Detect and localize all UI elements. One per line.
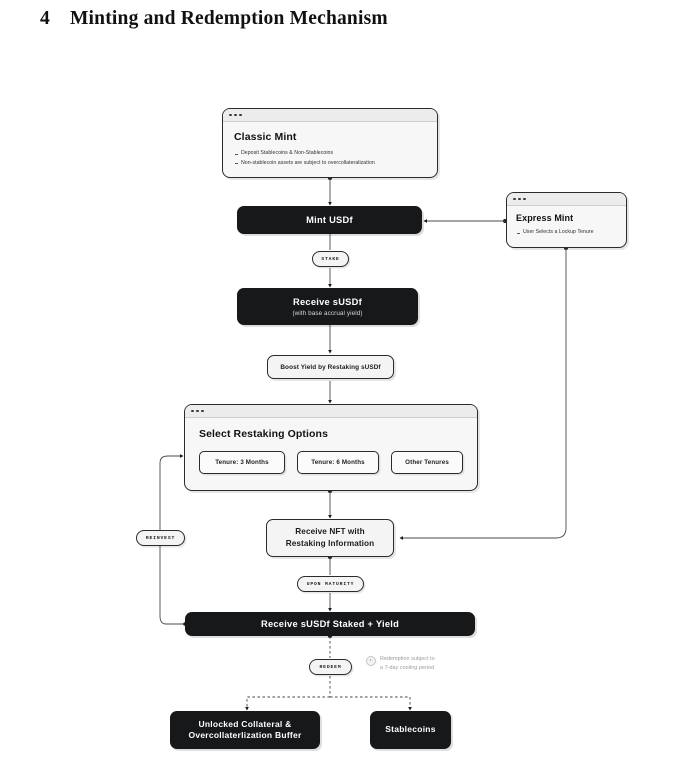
node-sublabel: (with base accrual yield)	[292, 309, 363, 317]
window-dot-icon	[234, 113, 237, 117]
node-label-line2: Restaking Information	[285, 539, 375, 548]
list-item: Non-stablecoin assets are subject to ove…	[234, 159, 426, 169]
chip-label: Tenure: 6 Months	[311, 459, 365, 466]
node-label: Unlocked Collateral & Overcollaterlizati…	[188, 719, 301, 742]
chip-label: Other Tenures	[405, 459, 449, 466]
card-bullet-list: Deposit Stablecoins & Non-Stablecoins No…	[234, 149, 426, 168]
tenure-option-other[interactable]: Other Tenures	[391, 451, 463, 474]
edge-label-reinvest: REINVEST	[136, 530, 185, 546]
window-dot-icon	[229, 113, 232, 117]
window-dot-icon	[239, 113, 242, 117]
pill-label: REDEEM	[319, 664, 342, 670]
tenure-option-row: Tenure: 3 Months Tenure: 6 Months Other …	[199, 451, 463, 474]
list-item: User Selects a Lockup Tenure	[516, 228, 617, 238]
card-title: Express Mint	[516, 213, 574, 223]
redemption-note: Redemption subject to a 7-day cooling pe…	[366, 655, 435, 674]
pill-label: STAKE	[321, 256, 340, 262]
node-label-line1: Unlocked Collateral &	[198, 718, 292, 729]
node-label-line2: Overcollaterlization Buffer	[188, 730, 302, 740]
node-label: Mint USDf	[306, 214, 353, 225]
list-item: Deposit Stablecoins & Non-Stablecoins	[234, 149, 426, 159]
window-dot-icon	[523, 197, 526, 201]
section-number: 4	[40, 8, 50, 29]
window-titlebar	[223, 109, 437, 122]
node-receive-staked-yield[interactable]: Receive sUSDf Staked + Yield	[185, 612, 475, 636]
card-title: Classic Mint	[234, 131, 297, 143]
redemption-note-line1: Redemption subject to	[380, 656, 435, 662]
edge-label-upon-maturity: UPON MATURITY	[297, 576, 364, 592]
info-icon	[366, 656, 376, 666]
node-receive-nft[interactable]: Receive NFT with Restaking Information	[266, 519, 394, 557]
node-label: Receive sUSDf Staked + Yield	[261, 618, 399, 629]
card-select-restaking-options[interactable]: Select Restaking Options Tenure: 3 Month…	[184, 404, 478, 491]
card-classic-mint[interactable]: Classic Mint Deposit Stablecoins & Non-S…	[222, 108, 438, 178]
node-receive-susdf[interactable]: Receive sUSDf (with base accrual yield)	[237, 288, 418, 325]
tenure-option-6-months[interactable]: Tenure: 6 Months	[296, 451, 380, 474]
page-title: 4 Minting and Redemption Mechanism	[40, 8, 388, 30]
redemption-note-text: Redemption subject to a 7-day cooling pe…	[380, 655, 435, 674]
window-dot-icon	[518, 197, 521, 201]
window-titlebar	[507, 193, 626, 206]
pill-label: UPON MATURITY	[306, 581, 355, 587]
card-title: Select Restaking Options	[199, 428, 329, 440]
card-bullet-list: User Selects a Lockup Tenure	[516, 228, 617, 238]
card-body: Classic Mint Deposit Stablecoins & Non-S…	[223, 122, 437, 177]
tenure-option-3-months[interactable]: Tenure: 3 Months	[199, 451, 285, 474]
section-title: Minting and Redemption Mechanism	[69, 8, 388, 29]
window-dot-icon	[513, 197, 516, 201]
node-boost-yield[interactable]: Boost Yield by Restaking sUSDf	[267, 355, 394, 379]
redemption-note-line2: a 7-day cooling period	[380, 665, 435, 672]
window-dot-icon	[191, 409, 194, 413]
edge-label-redeem: REDEEM	[309, 659, 352, 675]
pill-label: REINVEST	[145, 535, 176, 541]
node-unlocked-collateral[interactable]: Unlocked Collateral & Overcollaterlizati…	[170, 711, 320, 749]
node-label-line1: Receive NFT with	[295, 527, 365, 537]
node-label: Receive sUSDf	[293, 297, 362, 308]
node-label: Receive NFT with Restaking Information	[286, 526, 375, 550]
card-body: Select Restaking Options Tenure: 3 Month…	[185, 418, 477, 484]
window-dot-icon	[196, 409, 199, 413]
node-label: Stablecoins	[385, 724, 436, 735]
chip-label: Tenure: 3 Months	[215, 459, 269, 466]
window-dot-icon	[201, 409, 204, 413]
edge-label-stake: STAKE	[312, 251, 349, 267]
node-stablecoins[interactable]: Stablecoins	[370, 711, 451, 749]
node-mint-usdf[interactable]: Mint USDf	[237, 206, 422, 234]
card-body: Express Mint User Selects a Lockup Tenur…	[507, 206, 626, 245]
node-label: Boost Yield by Restaking sUSDf	[280, 363, 381, 371]
window-titlebar	[185, 405, 477, 418]
card-express-mint[interactable]: Express Mint User Selects a Lockup Tenur…	[506, 192, 627, 248]
